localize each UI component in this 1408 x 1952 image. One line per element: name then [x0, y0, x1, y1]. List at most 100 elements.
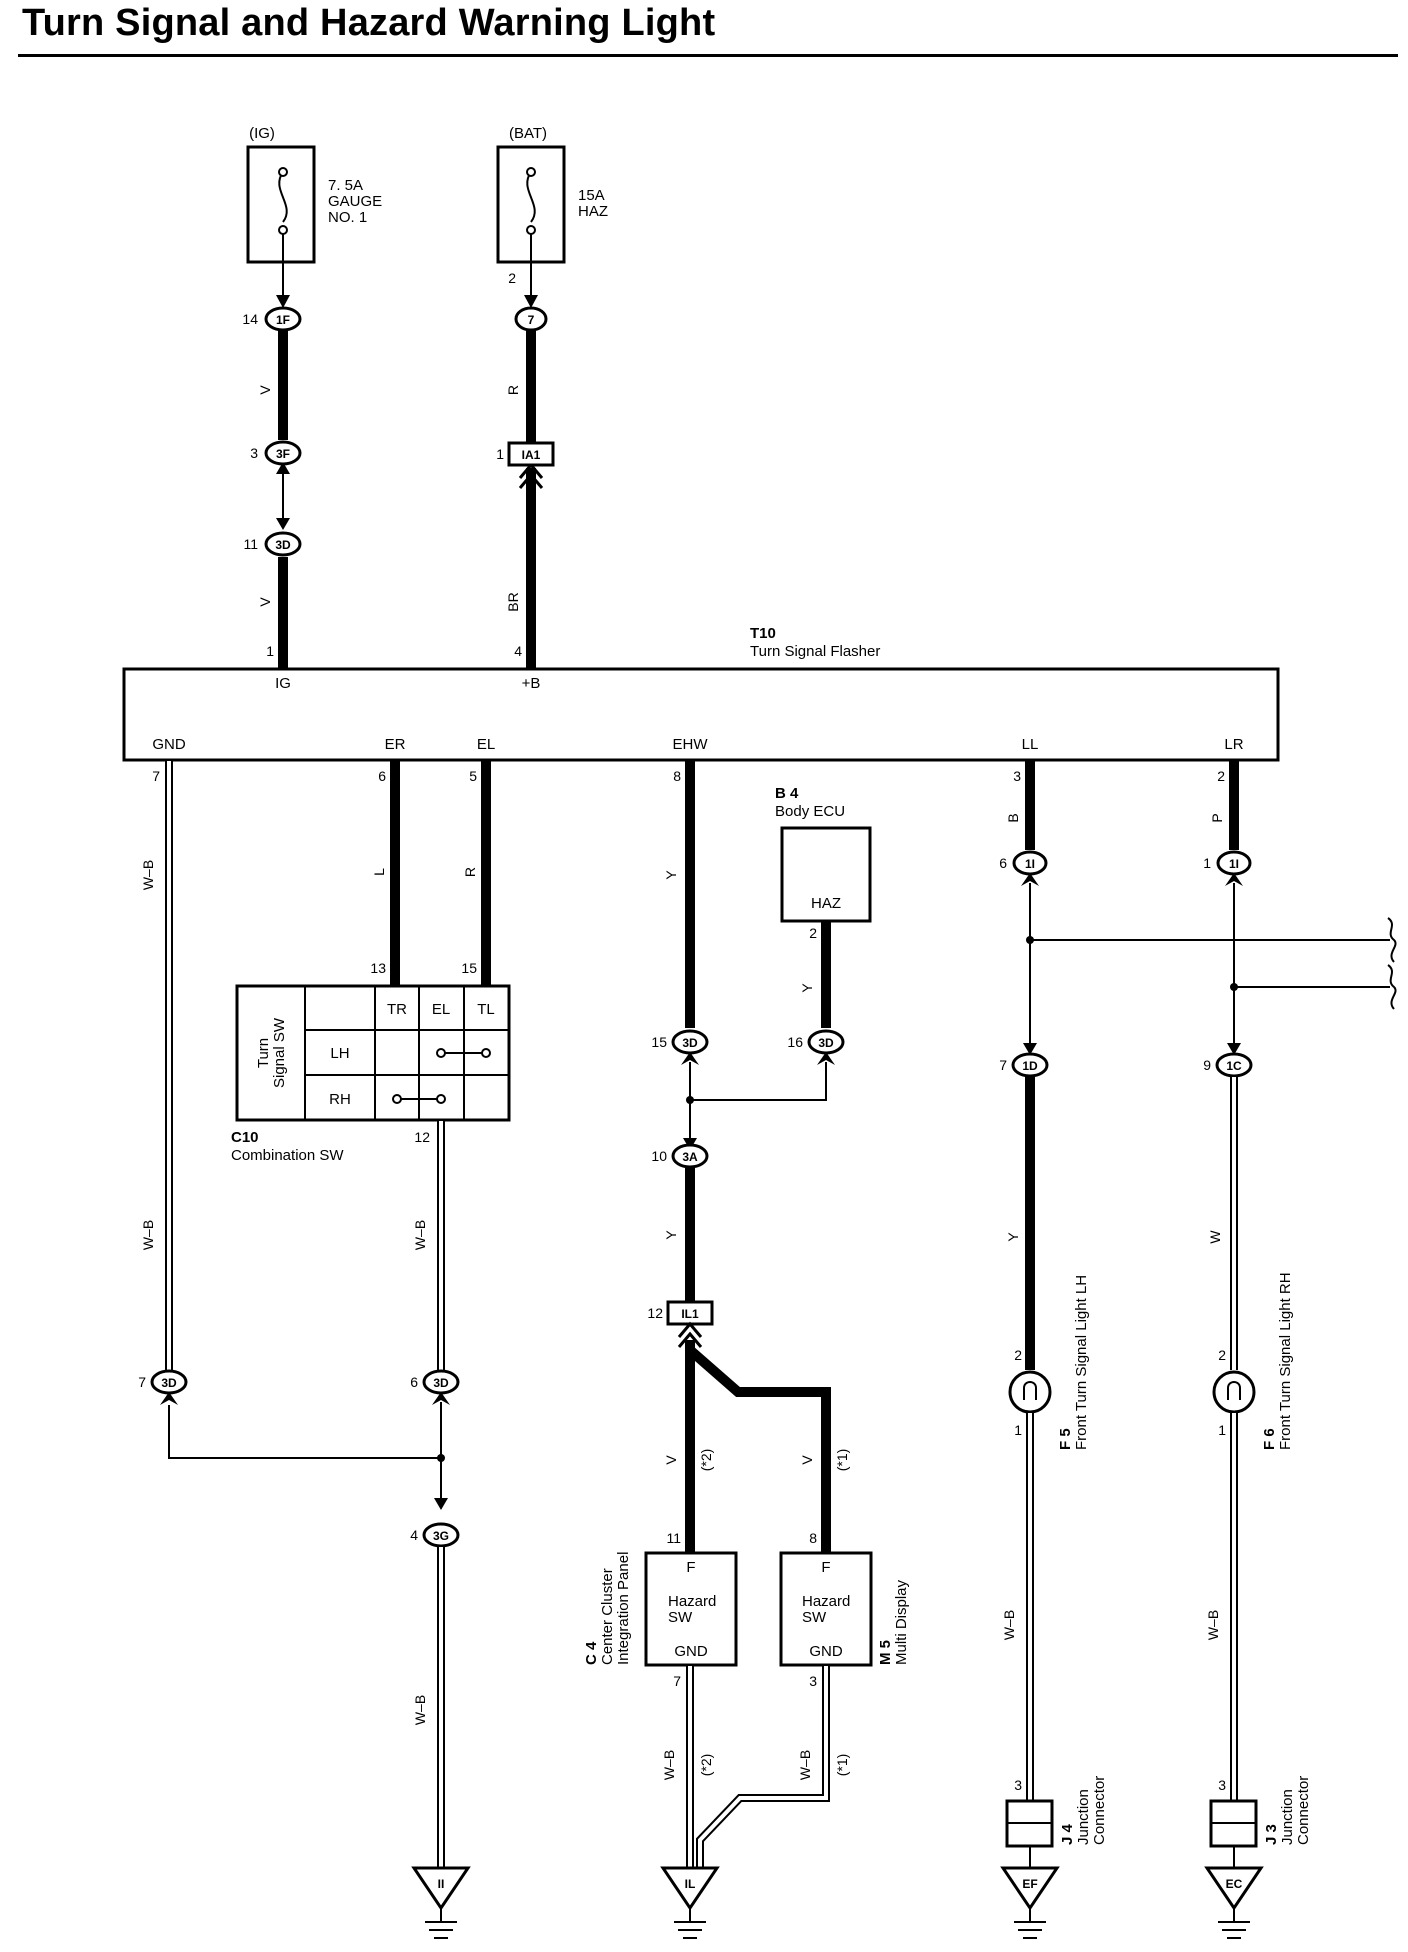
fuse-name: HAZ — [578, 203, 608, 220]
connector-3D-16: 16 3D — [787, 1029, 845, 1055]
title-divider — [18, 54, 1398, 57]
wire-color: R — [505, 385, 521, 395]
svg-text:LL: LL — [1022, 736, 1039, 753]
connector-1I-6: 6 1I — [999, 850, 1048, 876]
pin-number: 1 — [1218, 1422, 1226, 1438]
connector-3D-11: 11 3D — [243, 531, 302, 557]
component-id: T10 — [750, 625, 776, 642]
svg-text:RH: RH — [329, 1091, 351, 1108]
svg-text:EF: EF — [1022, 1877, 1037, 1891]
component-name: Front Turn Signal Light LH — [1073, 1275, 1090, 1450]
wire-color: Y — [799, 983, 815, 993]
svg-text:SW: SW — [802, 1609, 827, 1626]
component-name: Junction — [1279, 1789, 1296, 1845]
svg-text:3A: 3A — [682, 1150, 698, 1164]
connector-3F: 3 3F — [250, 440, 302, 466]
svg-text:1I: 1I — [1025, 857, 1035, 871]
component-name: Multi Display — [893, 1579, 910, 1665]
svg-text:14: 14 — [242, 311, 258, 327]
svg-text:EC: EC — [1226, 1877, 1243, 1891]
svg-text:3: 3 — [1013, 768, 1021, 784]
wire-color: Y — [1005, 1232, 1021, 1242]
svg-text:1I: 1I — [1229, 857, 1239, 871]
svg-text:IG: IG — [275, 675, 291, 692]
connector-IA1: 1 IA1 — [496, 441, 555, 467]
component-id: F 5 — [1057, 1428, 1074, 1450]
fuse-element-icon — [526, 171, 536, 223]
svg-text:7: 7 — [138, 1374, 146, 1390]
wire-color: B — [1005, 813, 1021, 822]
svg-text:7: 7 — [152, 768, 160, 784]
svg-text:EHW: EHW — [673, 736, 709, 753]
svg-text:Signal SW: Signal SW — [271, 1017, 288, 1088]
continuation-break-icon — [1387, 964, 1397, 1010]
connector-3A: 10 3A — [651, 1143, 709, 1169]
svg-text:7: 7 — [999, 1057, 1007, 1073]
svg-text:6: 6 — [410, 1374, 418, 1390]
svg-text:LH: LH — [330, 1045, 349, 1062]
svg-text:3D: 3D — [433, 1376, 449, 1390]
wire-color: W — [1207, 1230, 1223, 1244]
wire-color: V — [257, 385, 273, 395]
pin-number: 12 — [414, 1129, 430, 1145]
pin-number: 8 — [809, 1530, 817, 1546]
svg-text:15: 15 — [651, 1034, 667, 1050]
pin-number: 15 — [461, 960, 477, 976]
svg-text:GND: GND — [674, 1643, 708, 1660]
wire-color: W–B — [412, 1695, 428, 1725]
svg-text:GND: GND — [809, 1643, 843, 1660]
fuse-element-icon — [278, 171, 288, 223]
svg-text:1: 1 — [266, 643, 274, 659]
wire-color: V — [799, 1455, 815, 1465]
wire-color: W–B — [140, 860, 156, 890]
svg-text:Turn: Turn — [255, 1038, 272, 1068]
svg-text:6: 6 — [378, 768, 386, 784]
svg-text:16: 16 — [787, 1034, 803, 1050]
svg-text:6: 6 — [999, 855, 1007, 871]
wire-color: W–B — [140, 1220, 156, 1250]
component-id: F 6 — [1261, 1428, 1278, 1450]
wire-color: BR — [505, 592, 521, 611]
component-id: J 4 — [1059, 1823, 1076, 1845]
hazard-switch-c4: F Hazard SW GND C 4 Center Cluster Integ… — [583, 1551, 738, 1667]
pin-number: 7 — [673, 1673, 681, 1689]
connector-1F: 14 1F — [242, 306, 302, 332]
svg-text:II: II — [438, 1877, 445, 1891]
wire-color: V — [257, 597, 273, 607]
fuse-name: GAUGE — [328, 193, 382, 210]
wire-color: W–B — [1205, 1610, 1221, 1640]
svg-text:Hazard: Hazard — [802, 1593, 850, 1610]
connector-3D-7: 7 3D — [138, 1369, 188, 1395]
wire-color: W–B — [661, 1750, 677, 1780]
turn-signal-bulb-rh — [1212, 1370, 1256, 1414]
connector-1I-1: 1 1I — [1203, 850, 1252, 876]
component-name: Combination SW — [231, 1147, 344, 1164]
component-id: C10 — [231, 1129, 259, 1146]
ground-II: II — [411, 1866, 471, 1939]
pin-number: 11 — [666, 1530, 681, 1546]
component-name-2: Connector — [1091, 1776, 1108, 1845]
circuit-note: (*2) — [698, 1449, 714, 1472]
pin-number: 13 — [370, 960, 386, 976]
wire-color: W–B — [1001, 1610, 1017, 1640]
svg-text:IA1: IA1 — [522, 448, 541, 462]
circuit-note: (*1) — [834, 1449, 850, 1472]
svg-text:EL: EL — [432, 1001, 450, 1018]
svg-text:HAZ: HAZ — [811, 895, 841, 912]
svg-text:EL: EL — [477, 736, 495, 753]
svg-text:9: 9 — [1203, 1057, 1211, 1073]
component-name-2: Integration Panel — [615, 1552, 632, 1665]
svg-text:2: 2 — [1217, 768, 1225, 784]
fuse-rating: 15A — [578, 187, 605, 204]
pin-number: 2 — [508, 270, 516, 286]
svg-text:IL1: IL1 — [681, 1307, 699, 1321]
svg-text:8: 8 — [673, 768, 681, 784]
fuse-rating: 7. 5A — [328, 177, 363, 194]
pin-number: 2 — [1014, 1347, 1022, 1363]
svg-text:ER: ER — [385, 736, 406, 753]
svg-text:7: 7 — [528, 313, 535, 327]
connector-1D: 7 1D — [999, 1052, 1049, 1078]
svg-text:IL: IL — [685, 1877, 696, 1891]
svg-text:10: 10 — [651, 1148, 667, 1164]
